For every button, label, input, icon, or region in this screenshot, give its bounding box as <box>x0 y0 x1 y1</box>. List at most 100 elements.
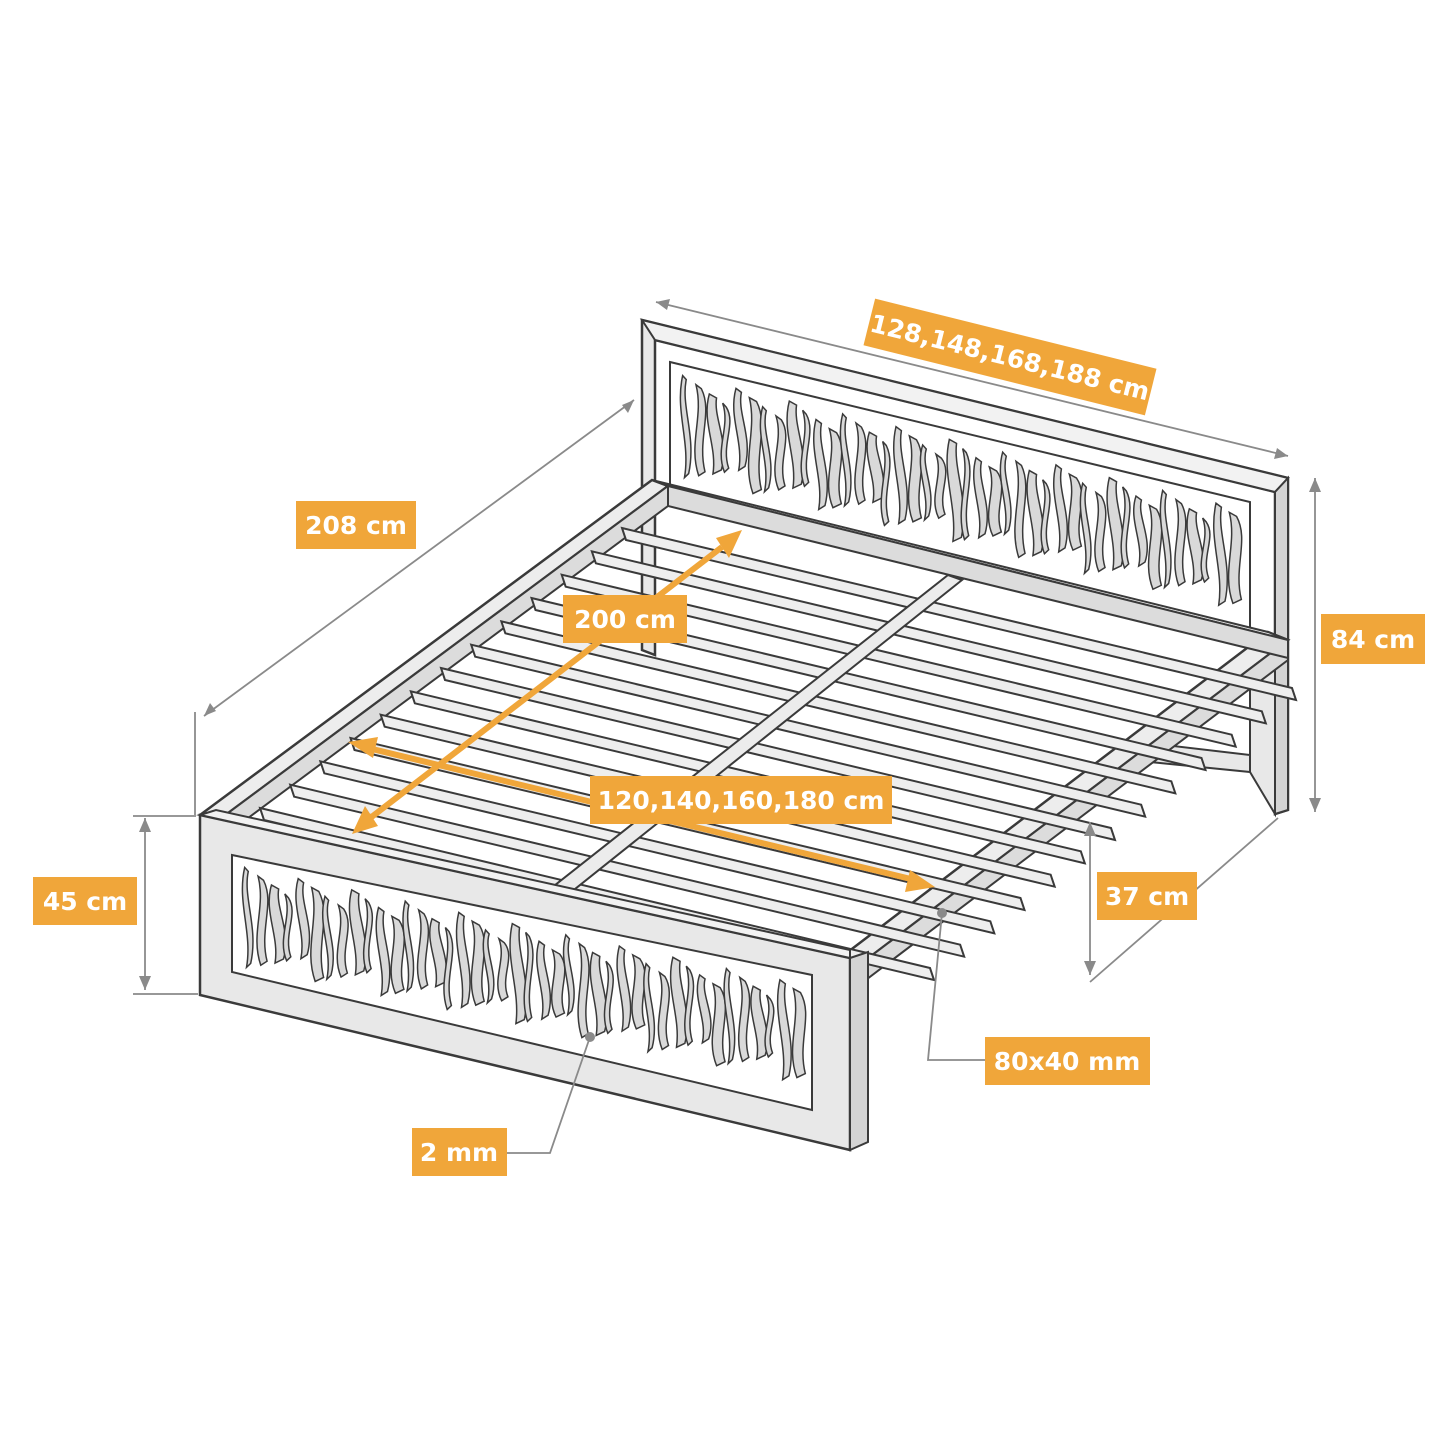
cutout-shape <box>791 987 807 1079</box>
cutout-shape <box>321 894 335 982</box>
cutout-shape <box>603 960 614 1035</box>
footboard-cutout-pattern <box>241 865 807 1082</box>
cutout-shape <box>750 985 769 1061</box>
headboard-cutout-pattern <box>679 374 1243 607</box>
cutout-shape <box>972 456 989 540</box>
cutout-shape <box>348 888 367 977</box>
cutout-shape <box>562 933 575 1018</box>
cutout-shape <box>616 944 632 1033</box>
cutout-shape <box>375 906 391 998</box>
profile-size-text: 80x40 mm <box>994 1047 1141 1076</box>
cutout-shape <box>589 951 608 1037</box>
cutout-shape <box>919 443 932 523</box>
headboard <box>639 318 1290 816</box>
cutout-shape <box>776 978 792 1082</box>
cutout-shape <box>720 402 731 474</box>
cutout-shape <box>1014 459 1027 559</box>
cutout-shape <box>443 927 454 1011</box>
cutout-shape <box>800 409 811 488</box>
cutout-shape <box>1132 494 1149 568</box>
slat <box>590 549 1268 725</box>
cutout-shape <box>684 965 695 1047</box>
cutout-shape <box>536 939 552 1021</box>
label-panel-thickness: 2 mm <box>412 1128 507 1176</box>
cutout-shape <box>1186 507 1205 586</box>
cutout-shape <box>1026 469 1045 557</box>
cutout-shape <box>694 382 707 477</box>
cutout-shape <box>880 440 891 527</box>
cutout-shape <box>723 966 736 1066</box>
footboard <box>196 808 869 1152</box>
cutout-shape <box>1079 481 1092 576</box>
cutout-shape <box>295 877 311 961</box>
cutout-shape <box>402 899 415 994</box>
cutout-shape <box>577 941 590 1039</box>
cutout-shape <box>759 405 772 494</box>
cutout-shape <box>241 865 254 970</box>
label-frame-length: 208 cm <box>296 501 416 549</box>
cutout-shape <box>786 399 805 490</box>
label-headboard-height: 84 cm <box>1321 614 1425 664</box>
headboard-height-text: 84 cm <box>1331 625 1415 654</box>
cutout-shape <box>669 956 688 1049</box>
cutout-shape <box>416 908 430 991</box>
side-rail-height-text: 37 cm <box>1105 882 1189 911</box>
cutout-shape <box>839 412 852 509</box>
cutout-shape <box>812 418 829 512</box>
cutout-shape <box>679 374 692 480</box>
slat <box>620 526 1298 702</box>
footboard-height-text: 45 cm <box>43 887 127 916</box>
cutout-shape <box>268 883 287 965</box>
cutout-shape <box>999 450 1012 537</box>
cutout-shape <box>892 425 909 526</box>
frame-length-text: 208 cm <box>305 511 407 540</box>
slat <box>529 596 1208 772</box>
cutout-shape <box>1159 488 1172 590</box>
cutout-shape <box>960 448 971 541</box>
label-side-rail-height: 37 cm <box>1097 872 1197 920</box>
cutout-shape <box>946 438 965 543</box>
cutout-shape <box>256 874 269 967</box>
cutout-shape <box>455 911 471 1009</box>
slat <box>560 573 1238 749</box>
label-mattress-length: 200 cm <box>563 595 687 643</box>
cutout-shape <box>1212 501 1229 607</box>
cutout-shape <box>482 928 495 1006</box>
cutout-shape <box>934 452 947 520</box>
cutout-shape <box>854 421 867 506</box>
cutout-shape <box>737 975 751 1063</box>
panel-thickness-text: 2 mm <box>420 1138 498 1167</box>
cutout-shape <box>1227 510 1243 605</box>
profile-leader-dot <box>937 908 947 918</box>
dimension-lines <box>133 299 1321 1154</box>
cutout-shape <box>706 392 725 476</box>
cutout-shape <box>657 970 670 1051</box>
cutout-shape <box>497 936 510 1002</box>
cutout-shape <box>282 893 293 963</box>
label-profile-size: 80x40 mm <box>985 1037 1150 1085</box>
panel-leader-dot <box>585 1032 595 1042</box>
slat <box>288 783 966 959</box>
cutout-shape <box>643 962 656 1054</box>
cutout-shape <box>1052 463 1069 554</box>
mattress-length-text: 200 cm <box>574 605 676 634</box>
cutout-shape <box>523 931 534 1023</box>
label-footboard-height: 45 cm <box>33 877 137 925</box>
slat <box>469 643 1147 819</box>
cutout-shape <box>509 922 528 1025</box>
mattress-width-text: 120,140,160,180 cm <box>598 786 885 815</box>
slat <box>439 666 1117 842</box>
slat <box>318 759 996 935</box>
label-mattress-width: 120,140,160,180 cm <box>590 776 892 824</box>
cutout-shape <box>764 994 775 1059</box>
cutout-shape <box>1174 497 1187 587</box>
cutout-shape <box>336 903 349 979</box>
cutout-shape <box>1200 517 1211 584</box>
head-cross-rail <box>651 479 1289 660</box>
cutout-shape <box>1120 486 1131 570</box>
cutout-shape <box>696 973 712 1045</box>
cutout-shape <box>732 387 749 472</box>
cutout-shape <box>1040 479 1051 556</box>
slat <box>499 619 1177 795</box>
